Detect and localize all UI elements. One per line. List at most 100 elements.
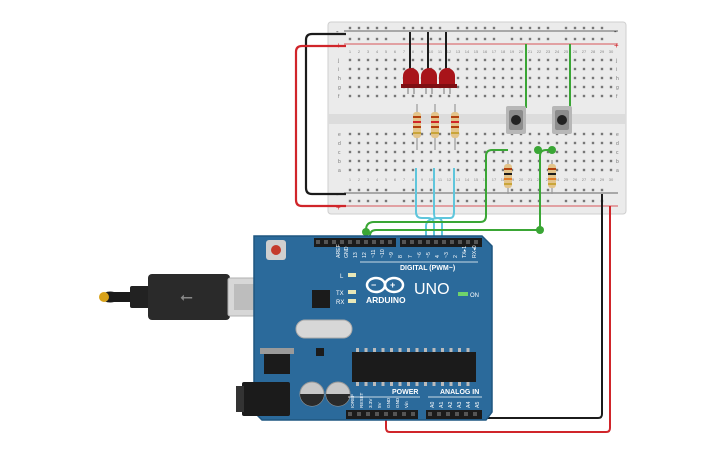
breadboard-hole[interactable] <box>600 141 604 145</box>
breadboard-hole[interactable] <box>420 150 424 154</box>
breadboard-hole[interactable] <box>348 76 352 80</box>
breadboard-hole[interactable] <box>483 37 487 41</box>
breadboard-hole[interactable] <box>348 94 352 98</box>
breadboard-hole[interactable] <box>510 94 514 98</box>
breadboard-hole[interactable] <box>393 168 397 172</box>
breadboard-hole[interactable] <box>546 141 550 145</box>
breadboard-hole[interactable] <box>474 58 478 62</box>
breadboard-hole[interactable] <box>600 76 604 80</box>
breadboard-hole[interactable] <box>492 26 496 30</box>
breadboard-hole[interactable] <box>483 94 487 98</box>
breadboard-hole[interactable] <box>375 37 379 41</box>
breadboard-hole[interactable] <box>411 26 415 30</box>
wires[interactable] <box>294 32 611 433</box>
breadboard-hole[interactable] <box>474 141 478 145</box>
breadboard-hole[interactable] <box>438 132 442 136</box>
header-pin[interactable] <box>455 412 459 416</box>
breadboard-hole[interactable] <box>537 76 541 80</box>
breadboard-hole[interactable] <box>609 58 613 62</box>
breadboard-hole[interactable] <box>492 168 496 172</box>
header-pin[interactable] <box>340 240 344 244</box>
breadboard-hole[interactable] <box>573 199 577 203</box>
breadboard-hole[interactable] <box>447 132 451 136</box>
breadboard-hole[interactable] <box>546 188 550 192</box>
breadboard-hole[interactable] <box>357 67 361 71</box>
breadboard-hole[interactable] <box>600 26 604 30</box>
breadboard-hole[interactable] <box>375 58 379 62</box>
breadboard-hole[interactable] <box>483 26 487 30</box>
breadboard-hole[interactable] <box>609 76 613 80</box>
breadboard-hole[interactable] <box>555 168 559 172</box>
header-power[interactable] <box>346 410 418 419</box>
header-pin[interactable] <box>458 240 462 244</box>
breadboard-hole[interactable] <box>573 37 577 41</box>
breadboard-hole[interactable] <box>420 94 424 98</box>
breadboard-hole[interactable] <box>564 37 568 41</box>
breadboard-hole[interactable] <box>384 150 388 154</box>
breadboard-hole[interactable] <box>384 199 388 203</box>
breadboard-hole[interactable] <box>600 150 604 154</box>
breadboard-hole[interactable] <box>573 94 577 98</box>
breadboard-hole[interactable] <box>465 67 469 71</box>
breadboard-hole[interactable] <box>501 94 505 98</box>
breadboard-hole[interactable] <box>438 141 442 145</box>
breadboard-hole[interactable] <box>357 188 361 192</box>
resistor-1[interactable] <box>413 104 421 150</box>
breadboard-hole[interactable] <box>510 199 514 203</box>
breadboard-hole[interactable] <box>348 199 352 203</box>
breadboard-hole[interactable] <box>456 37 460 41</box>
breadboard-hole[interactable] <box>384 132 388 136</box>
breadboard-hole[interactable] <box>393 150 397 154</box>
header-pin[interactable] <box>332 240 336 244</box>
breadboard-hole[interactable] <box>591 168 595 172</box>
breadboard-hole[interactable] <box>537 94 541 98</box>
breadboard-hole[interactable] <box>393 132 397 136</box>
breadboard-hole[interactable] <box>402 188 406 192</box>
power-jack[interactable] <box>242 382 290 416</box>
breadboard-hole[interactable] <box>366 132 370 136</box>
wire-black-gnd[interactable] <box>399 194 603 419</box>
breadboard-hole[interactable] <box>456 67 460 71</box>
breadboard-hole[interactable] <box>573 58 577 62</box>
breadboard-hole[interactable] <box>528 132 532 136</box>
breadboard-hole[interactable] <box>402 26 406 30</box>
breadboard-hole[interactable] <box>537 58 541 62</box>
header-pin[interactable] <box>364 240 368 244</box>
breadboard-hole[interactable] <box>510 67 514 71</box>
breadboard-hole[interactable] <box>465 37 469 41</box>
breadboard-hole[interactable] <box>492 188 496 192</box>
header-pin[interactable] <box>418 240 422 244</box>
breadboard-hole[interactable] <box>528 141 532 145</box>
breadboard-hole[interactable] <box>546 26 550 30</box>
breadboard-hole[interactable] <box>483 85 487 89</box>
breadboard-hole[interactable] <box>582 37 586 41</box>
breadboard-hole[interactable] <box>384 67 388 71</box>
led-red-3[interactable] <box>437 68 457 94</box>
breadboard-hole[interactable] <box>582 67 586 71</box>
header-pin[interactable] <box>474 240 478 244</box>
header-pin[interactable] <box>357 412 361 416</box>
breadboard-hole[interactable] <box>456 141 460 145</box>
breadboard-hole[interactable] <box>357 132 361 136</box>
breadboard-hole[interactable] <box>402 67 406 71</box>
breadboard-hole[interactable] <box>402 150 406 154</box>
breadboard-hole[interactable] <box>609 132 613 136</box>
header-top-right[interactable] <box>400 238 482 247</box>
wire-junction[interactable] <box>362 228 370 236</box>
breadboard-hole[interactable] <box>501 132 505 136</box>
breadboard-hole[interactable] <box>393 85 397 89</box>
header-pin[interactable] <box>402 240 406 244</box>
breadboard-hole[interactable] <box>573 188 577 192</box>
header-pin[interactable] <box>434 240 438 244</box>
breadboard-hole[interactable] <box>564 188 568 192</box>
breadboard-hole[interactable] <box>546 199 550 203</box>
breadboard-hole[interactable] <box>429 37 433 41</box>
breadboard-hole[interactable] <box>384 37 388 41</box>
breadboard-hole[interactable] <box>438 67 442 71</box>
breadboard-hole[interactable] <box>348 188 352 192</box>
breadboard-hole[interactable] <box>528 199 532 203</box>
breadboard-hole[interactable] <box>591 85 595 89</box>
breadboard-hole[interactable] <box>438 168 442 172</box>
breadboard-hole[interactable] <box>555 150 559 154</box>
